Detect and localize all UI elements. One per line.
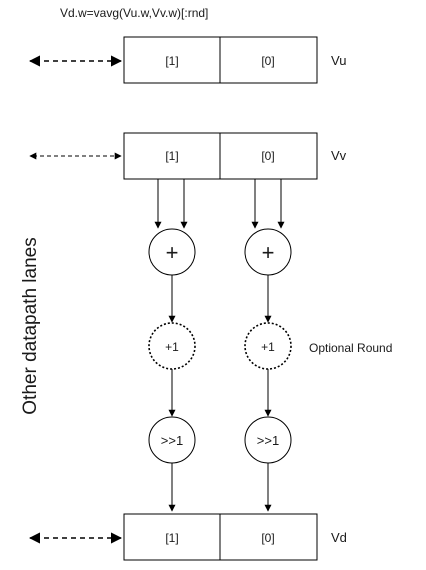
vd-lane0-label: [0] — [261, 531, 274, 545]
vu-lane1-label: [1] — [165, 54, 178, 68]
vd-lane1-label: [1] — [165, 531, 178, 545]
lane1-shift-label: >>1 — [161, 433, 183, 448]
lane0-round-label: +1 — [261, 340, 275, 354]
vd-register-name: Vd — [331, 530, 347, 545]
instruction-title: Vd.w=vavg(Vu.w,Vv.w)[:rnd] — [60, 6, 208, 20]
register-vu: [1] [0] Vu — [123, 36, 346, 84]
lane1-adder: + — [148, 228, 196, 276]
register-vd: [1] [0] Vd — [123, 513, 347, 561]
optional-round-note: Optional Round — [309, 341, 392, 355]
lane0-adder: + — [244, 228, 292, 276]
lane1-adder-symbol: + — [166, 240, 179, 265]
lane1-round: +1 — [148, 322, 196, 370]
other-datapath-lanes-label: Other datapath lanes — [20, 237, 41, 414]
vv-lane1-label: [1] — [165, 149, 178, 163]
vu-lane0-label: [0] — [261, 54, 274, 68]
lane0-round: +1 — [244, 322, 292, 370]
lane0-shift-label: >>1 — [257, 433, 279, 448]
register-vv: [1] [0] Vv — [123, 132, 347, 180]
vu-register-name: Vu — [331, 53, 346, 68]
lane1-shift: >>1 — [148, 416, 196, 464]
lane0-adder-symbol: + — [262, 240, 275, 265]
vv-register-name: Vv — [331, 148, 347, 163]
vv-lane0-label: [0] — [261, 149, 274, 163]
lane0-shift: >>1 — [244, 416, 292, 464]
lane1-round-label: +1 — [165, 340, 179, 354]
